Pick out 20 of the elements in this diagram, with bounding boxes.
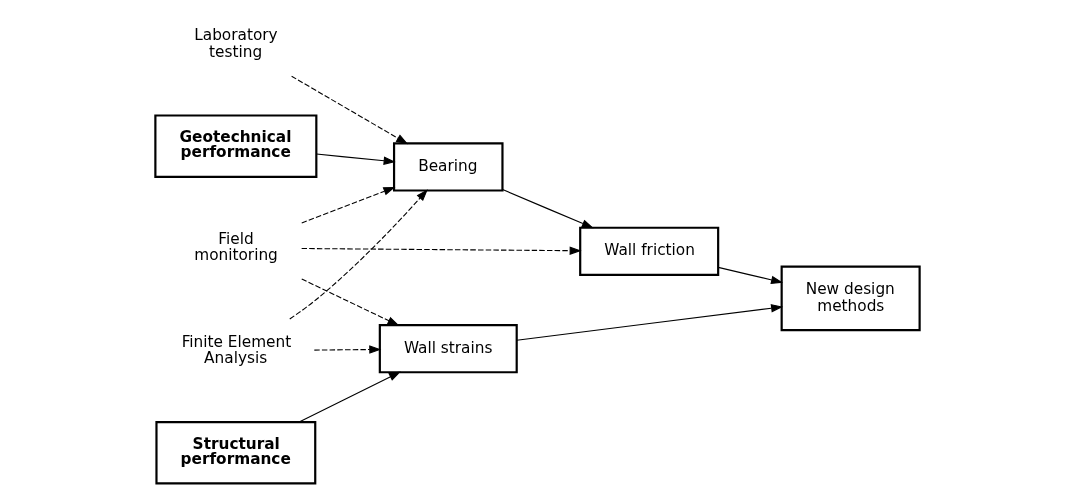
- arrow: [515, 304, 783, 341]
- node-box: Structural performance: [154, 421, 316, 485]
- arrow: [315, 153, 396, 165]
- node-box: Wall strains: [378, 324, 518, 374]
- arrow: [290, 75, 408, 145]
- arrow: [501, 189, 594, 229]
- arrow: [288, 189, 428, 320]
- node-text: Laboratory testing: [193, 26, 278, 61]
- arrow: [300, 278, 399, 326]
- node-box: New design methods: [780, 265, 921, 332]
- node-box: Geotechnical performance: [153, 114, 317, 178]
- arrow: [300, 186, 395, 224]
- node-box: Wall friction: [578, 226, 719, 276]
- arrow: [298, 371, 401, 423]
- arrow: [717, 266, 783, 284]
- node-text: Field monitoring: [193, 229, 278, 265]
- arrow: [313, 345, 381, 354]
- node-box: Bearing: [392, 142, 504, 192]
- arrow: [300, 246, 582, 255]
- node-text: Finite Element Analysis: [181, 332, 291, 368]
